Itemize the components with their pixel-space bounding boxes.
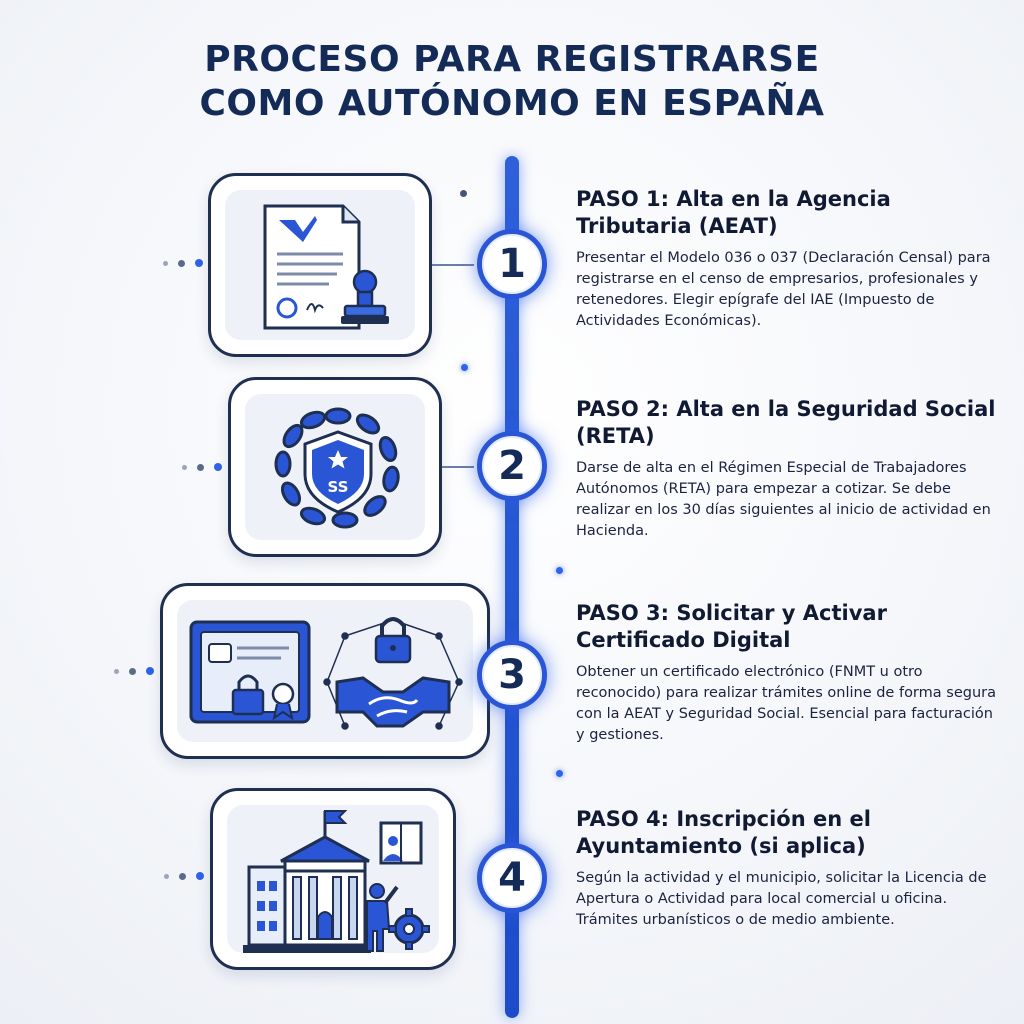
step-2-description: Darse de alta en el Régimen Especial de … <box>576 460 991 539</box>
step-2-card: SS <box>228 377 442 557</box>
dot <box>129 667 136 675</box>
dot <box>164 873 169 879</box>
dot <box>179 872 186 880</box>
decor-dot <box>556 770 563 777</box>
step-2-text: PASO 2: Alta en la Seguridad Social (RET… <box>576 396 1006 542</box>
step-4-text: PASO 4: Inscripción en el Ayuntamiento (… <box>576 806 1006 931</box>
step-4-card <box>210 788 456 970</box>
tax-document-stamp-icon <box>263 204 389 330</box>
step-3-number-badge: 3 <box>477 640 547 710</box>
step-4-number-badge: 4 <box>477 843 547 913</box>
dot <box>214 463 222 471</box>
step-4-title: PASO 4: Inscripción en el Ayuntamiento (… <box>576 807 871 858</box>
step-2-dots <box>182 463 222 471</box>
decor-dot <box>461 364 468 371</box>
step-1-number-badge: 1 <box>477 229 547 299</box>
step-3-text: PASO 3: Solicitar y Activar Certificado … <box>576 600 1006 746</box>
social-security-shield-chain-icon: SS <box>274 407 400 529</box>
step-4-description: Según la actividad y el municipio, solic… <box>576 870 987 928</box>
dot <box>163 260 168 266</box>
step-1-title: PASO 1: Alta en la Agencia Tributaria (A… <box>576 187 891 238</box>
timeline-line <box>505 156 519 1018</box>
dot <box>197 463 204 471</box>
step-1-dots <box>163 259 203 267</box>
step-2-connector <box>442 466 474 468</box>
dot <box>195 259 203 267</box>
dot <box>182 464 187 470</box>
dot <box>146 667 154 675</box>
step-1-card <box>208 173 432 357</box>
step-1-text: PASO 1: Alta en la Agencia Tributaria (A… <box>576 186 1006 332</box>
ss-badge-text: SS <box>328 478 349 496</box>
step-3-card <box>160 583 490 759</box>
step-2-number-badge: 2 <box>477 431 547 501</box>
town-hall-building-icon <box>243 810 430 953</box>
page-title: PROCESO PARA REGISTRARSE COMO AUTÓNOMO E… <box>0 38 1024 126</box>
step-4-dots <box>164 872 204 880</box>
dot <box>196 872 204 880</box>
decor-dot <box>556 567 563 574</box>
step-3-title: PASO 3: Solicitar y Activar Certificado … <box>576 601 887 652</box>
decor-dot <box>460 190 467 197</box>
dot <box>114 668 119 674</box>
step-1-description: Presentar el Modelo 036 o 037 (Declaraci… <box>576 250 991 329</box>
step-2-title: PASO 2: Alta en la Seguridad Social (RET… <box>576 397 996 448</box>
title-line-1: PROCESO PARA REGISTRARSE <box>204 39 820 80</box>
dot <box>178 259 185 267</box>
title-line-2: COMO AUTÓNOMO EN ESPAÑA <box>199 83 825 124</box>
step-3-description: Obtener un certificado electrónico (FNMT… <box>576 664 996 743</box>
digital-certificate-handshake-icon <box>189 617 463 730</box>
step-1-connector <box>432 264 474 266</box>
step-3-dots <box>114 667 154 675</box>
